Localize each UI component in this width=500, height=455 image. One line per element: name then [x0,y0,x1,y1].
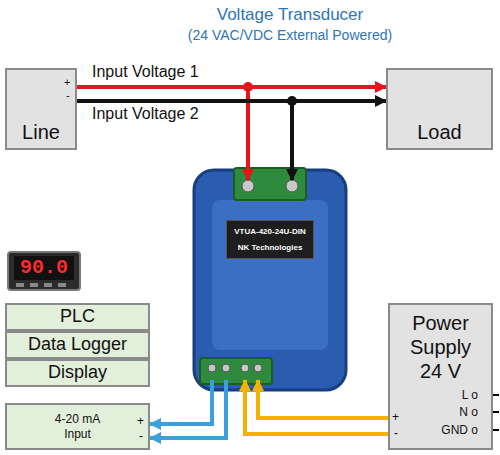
wire-connector [258,380,388,418]
device-box: Data Logger [5,331,150,359]
source-box: Line [5,68,77,150]
device-box: PLC [5,303,150,331]
wire-label: Input Voltage 2 [90,106,201,122]
device-marking: NK Technologies [238,243,303,253]
node-text: Display [48,362,107,384]
wire-connector [150,380,212,424]
power-supply-box: Power Supply 24 V [388,303,493,450]
node-text: PLC [60,306,95,328]
junction-dot [287,96,297,106]
wire-label: Input Voltage 1 [90,64,201,80]
diagram-title: Voltage Transducer [80,6,500,23]
wire-connector [77,101,292,180]
wire-connector [245,380,388,434]
transducer-housing [194,168,346,390]
wire-connector [150,380,226,438]
node-text: Power Supply 24 V [399,311,483,383]
input-box: 4-20 mA Input [5,403,150,450]
load-box: Load [386,68,493,150]
device-marking: VTUA-420-24U-DIN [234,227,306,237]
transducer-housing [234,168,306,200]
node-text: 4-20 mA Input [48,412,108,441]
node-text: Data Logger [28,334,127,356]
transducer-housing [254,364,262,372]
node-text: Line [22,120,60,144]
panel-meter-picture [16,283,24,287]
transducer-housing [194,170,346,390]
panel-meter-picture [58,283,66,287]
transducer-device: VTUA-420-24U-DIN NK Technologies [200,180,340,380]
panel-meter-picture [14,256,74,280]
panel-meter-picture [44,283,52,287]
transducer-housing [286,180,298,192]
subtitle: (24 VAC/VDC External Powered) [80,28,500,42]
transducer-housing [241,364,249,372]
device-label-panel: VTUA-420-24U-DIN NK Technologies [226,220,314,259]
transducer-housing [242,180,254,192]
transducer-housing [212,200,328,350]
meter-reading: 90.0 [20,258,68,278]
transducer-housing [222,364,230,372]
panel-meter-picture [30,283,38,287]
junction-dot [243,82,253,92]
node-text: Load [417,120,462,144]
transducer-housing [208,364,216,372]
device-box: Display [5,359,150,387]
panel-meter-picture [8,252,80,290]
panel-meter-picture [8,252,80,290]
